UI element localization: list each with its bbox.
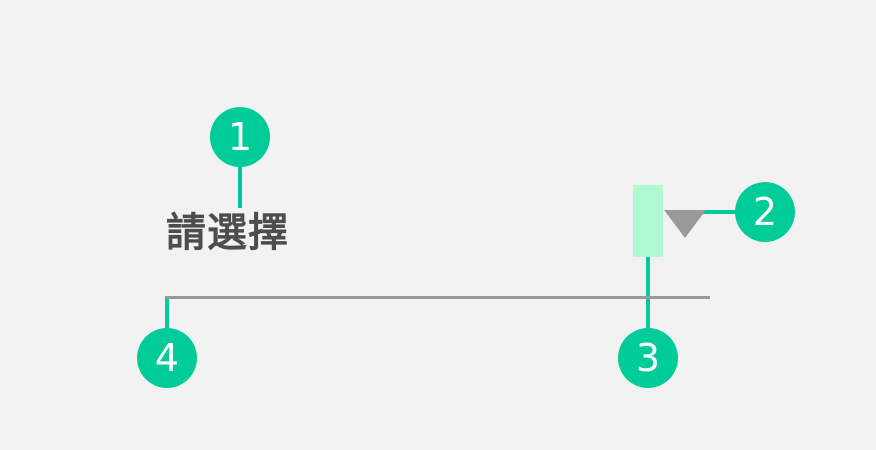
touch-target-highlight bbox=[633, 185, 663, 257]
callout-badge-1: 1 bbox=[210, 107, 270, 167]
leader-line-4 bbox=[165, 298, 169, 332]
callout-badge-2: 2 bbox=[735, 182, 795, 242]
dropdown-placeholder-text[interactable]: 請選擇 bbox=[166, 210, 289, 256]
leader-line-1 bbox=[238, 160, 242, 208]
dropdown-underline bbox=[165, 296, 710, 299]
callout-badge-3: 3 bbox=[618, 328, 678, 388]
leader-line-3 bbox=[646, 257, 650, 332]
dropdown-arrow-icon[interactable] bbox=[664, 210, 706, 238]
callout-badge-4: 4 bbox=[137, 328, 197, 388]
leader-line-2 bbox=[690, 210, 740, 214]
